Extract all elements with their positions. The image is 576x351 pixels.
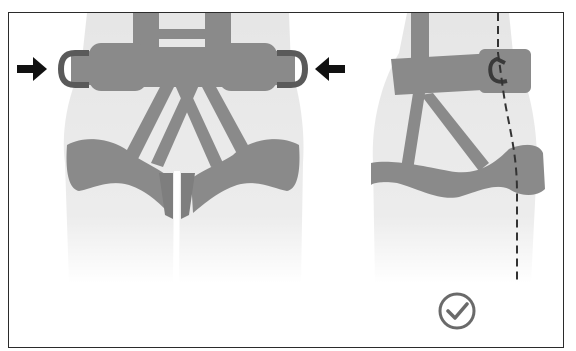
front-view: [17, 13, 345, 283]
arrow-left-icon: [315, 57, 345, 81]
front-inner-right-strap: [151, 85, 199, 167]
front-left-leg-loop: [66, 139, 171, 213]
side-front-strap: [399, 93, 425, 183]
front-left-d-ring: [58, 50, 89, 88]
side-shoulder-strap: [411, 13, 429, 59]
arrow-right-icon: [17, 57, 47, 81]
illustration-frame: [8, 12, 564, 348]
front-right-leg-loop: [191, 139, 300, 213]
side-leg-loop: [371, 144, 545, 198]
front-crotch-piece-right: [181, 173, 195, 219]
side-diagonal-strap: [421, 93, 489, 171]
front-crotch-gap: [173, 171, 180, 283]
front-left-v-strap: [117, 85, 175, 173]
harness-fit-diagram: [17, 13, 545, 330]
side-belt-pad: [479, 49, 531, 93]
front-crotch-piece-left: [159, 173, 173, 219]
check-circle-icon: [438, 292, 476, 330]
front-chest-strap: [159, 29, 205, 39]
side-plumb-line: [497, 13, 518, 283]
front-right-d-ring: [277, 50, 308, 88]
front-belt-pad-left: [89, 43, 147, 91]
front-belt-pad-right: [219, 43, 277, 91]
side-d-ring: [488, 57, 508, 84]
side-waist-belt: [391, 53, 501, 95]
side-view: [371, 13, 545, 283]
